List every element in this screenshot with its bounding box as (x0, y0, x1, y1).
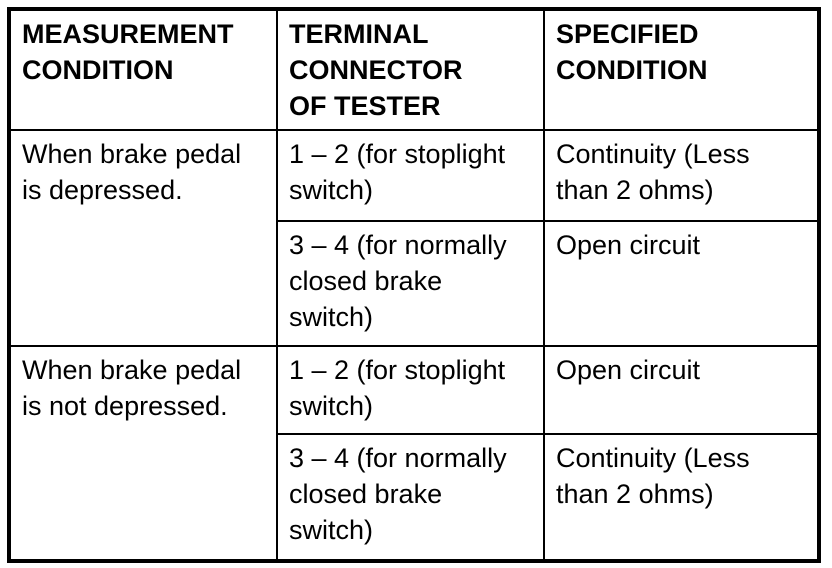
cell-specified-open-depressed: Open circuit (543, 220, 820, 347)
cell-specified-continuity-depressed: Continuity (Less than 2 ohms) (543, 129, 820, 222)
cell-specified-open-not-depressed: Open circuit (543, 345, 820, 435)
header-specified-condition: SPECIFIED CONDITION (543, 8, 820, 131)
header-line: CONNECTOR (289, 55, 463, 85)
header-line: TERMINAL (289, 19, 429, 49)
header-line: MEASUREMENT (22, 19, 234, 49)
table-row: When brake pedal is depressed. 1 – 2 (fo… (8, 129, 820, 347)
cell-specified-continuity-not-depressed: Continuity (Less than 2 ohms) (543, 433, 820, 562)
table-row: 3 – 4 (for normally closed brake switch)… (9, 220, 820, 347)
page: MEASUREMENT CONDITION TERMINAL CONNECTOR… (0, 7, 832, 568)
cell-terminal-1-2-not-depressed: 1 – 2 (for stoplight switch) (276, 345, 545, 435)
table-row: 3 – 4 (for normally closed brake switch)… (9, 433, 820, 562)
table-row: When brake pedal is not depressed. 1 – 2… (8, 345, 820, 562)
header-measurement-condition: MEASUREMENT CONDITION (8, 8, 278, 131)
cell-terminal-3-4-depressed: 3 – 4 (for normally closed brake switch) (276, 220, 545, 347)
header-line: OF TESTER (289, 91, 441, 121)
header-line: SPECIFIED (556, 19, 699, 49)
header-line: CONDITION (556, 55, 708, 85)
cell-terminal-1-2-depressed: 1 – 2 (for stoplight switch) (276, 129, 545, 222)
cell-measurement-depressed: When brake pedal is depressed. (8, 129, 278, 347)
specification-table: MEASUREMENT CONDITION TERMINAL CONNECTOR… (7, 7, 821, 563)
cell-measurement-not-depressed: When brake pedal is not depressed. (8, 345, 278, 562)
cell-terminal-3-4-not-depressed: 3 – 4 (for normally closed brake switch) (276, 433, 545, 562)
header-line: CONDITION (22, 55, 174, 85)
header-row: MEASUREMENT CONDITION TERMINAL CONNECTOR… (8, 8, 820, 131)
header-terminal-connector: TERMINAL CONNECTOR OF TESTER (276, 8, 545, 131)
